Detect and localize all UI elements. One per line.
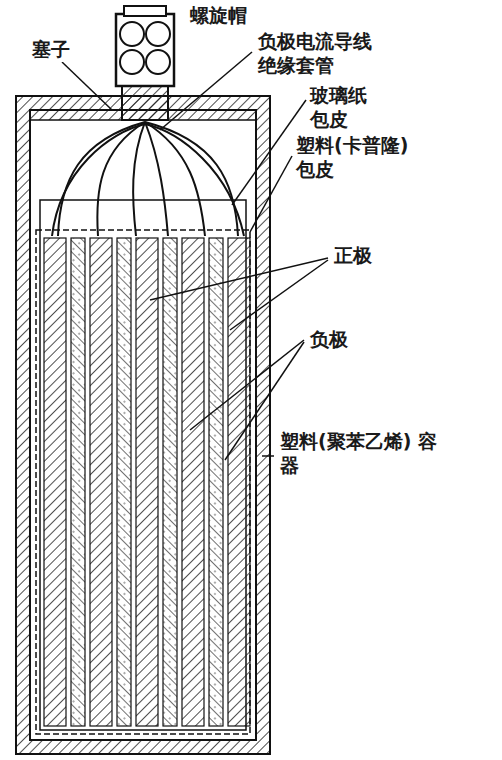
part-label: 负极	[308, 328, 350, 352]
positive-plate	[228, 238, 250, 726]
part-label: 塑料(聚苯乙烯) 容器	[278, 430, 442, 478]
current-leads	[52, 122, 244, 236]
part-label: 塑料(卡普隆) 包皮	[294, 134, 435, 182]
part-label: 螺旋帽	[188, 4, 249, 28]
cap-nut	[146, 22, 170, 46]
screw-cap	[116, 14, 174, 86]
negative-plate	[117, 238, 131, 726]
negative-plate	[209, 238, 223, 726]
cap-neck	[122, 84, 168, 120]
negative-plate	[71, 238, 85, 726]
positive-plate	[44, 238, 66, 726]
cellophane-wrap	[40, 200, 246, 730]
cap-top	[124, 6, 166, 16]
cap-nut	[120, 22, 144, 46]
positive-plate	[182, 238, 204, 726]
part-label: 玻璃纸 包皮	[308, 84, 380, 132]
negative-plate	[163, 238, 177, 726]
container-wall	[16, 96, 270, 754]
positive-plate	[136, 238, 158, 726]
cap-nut	[146, 50, 170, 74]
part-label: 正极	[332, 244, 374, 268]
plastic-wrap	[36, 230, 250, 734]
part-label: 塞子	[30, 38, 72, 62]
container-inner	[30, 110, 256, 740]
leader-lines	[62, 52, 328, 460]
part-label: 负极电流导线 绝缘套管	[256, 30, 382, 78]
cap-nut	[120, 50, 144, 74]
positive-plate	[90, 238, 112, 726]
